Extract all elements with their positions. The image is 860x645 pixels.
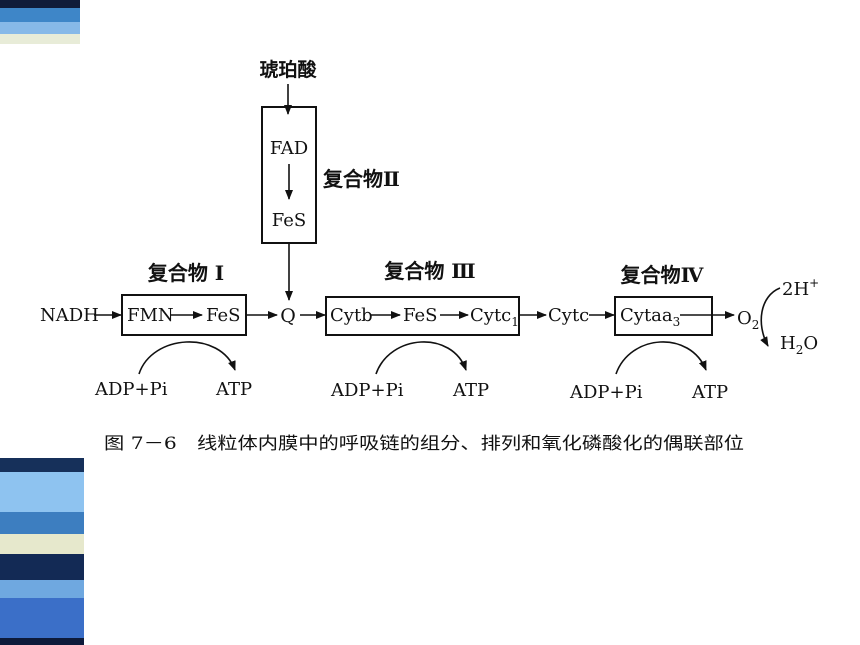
cytc1-subscript: 1 [511, 315, 519, 329]
slide-stripe [0, 34, 80, 44]
proton-label: 2H+ [782, 276, 819, 300]
complex3-fes: FeS [403, 305, 438, 326]
complex2-fes: FeS [272, 210, 307, 231]
slide-stripe [0, 0, 80, 8]
slide-stripe [0, 534, 84, 554]
complex2-label: 复合物Ⅱ [322, 167, 400, 191]
respiratory-chain-figure: 琥珀酸 FAD FeS 复合物Ⅱ 复合物 I 复合物 Ⅲ 复合物Ⅳ NADH F… [0, 44, 860, 458]
complex1-fmn: FMN [127, 305, 174, 326]
figure-caption: 图 7－6 线粒体内膜中的呼吸链的组分、排列和氧化磷酸化的偶联部位 [104, 434, 744, 454]
adp-label-1: ADP+Pi [94, 379, 168, 400]
slide-decoration-bottom [0, 458, 98, 645]
complex4-label: 复合物Ⅳ [620, 263, 704, 287]
water-label: H2O [780, 333, 818, 357]
coupling-arrow-2 [375, 341, 467, 375]
complex4-box [614, 296, 713, 336]
respiratory-chain-diagram: 琥珀酸 FAD FeS 复合物Ⅱ 复合物 I 复合物 Ⅲ 复合物Ⅳ NADH F… [40, 58, 819, 454]
complex4-cytaa3: Cytaa3 [620, 305, 680, 329]
complex3-cytc1: Cytc1 [470, 305, 519, 329]
atp-label-2: ATP [452, 380, 489, 401]
slide-stripe [0, 458, 84, 472]
slide-stripe [0, 8, 80, 22]
coupling-arrow-3 [615, 341, 707, 375]
slide-decoration-top [0, 0, 98, 44]
slide-stripe [0, 598, 84, 638]
slide-stripe [0, 638, 84, 645]
slide-stripe [0, 512, 84, 534]
complex1-fes: FeS [206, 305, 241, 326]
adp-label-2: ADP+Pi [330, 380, 404, 401]
o2-label: O2 [737, 308, 759, 332]
adp-label-3: ADP+Pi [569, 382, 643, 403]
q-label: Q [280, 305, 296, 327]
complex3-box [325, 296, 520, 336]
nadh-label: NADH [40, 305, 99, 326]
atp-label-1: ATP [215, 379, 252, 400]
cytc-label: Cytc [548, 305, 589, 326]
slide-stripe [0, 22, 80, 34]
arrow-o2-water [760, 287, 781, 347]
o2-subscript: 2 [752, 318, 760, 332]
slide-stripe [0, 554, 84, 580]
water-subscript: 2 [796, 343, 804, 357]
cytaa3-subscript: 3 [673, 315, 681, 329]
proton-superscript: + [809, 276, 819, 290]
complex1-label: 复合物 I [147, 261, 224, 285]
complex2-fad: FAD [270, 138, 308, 159]
slide-stripe [0, 472, 84, 512]
complex3-label: 复合物 Ⅲ [383, 259, 475, 283]
slide-stripe [0, 580, 84, 598]
succinate-label: 琥珀酸 [259, 58, 317, 81]
complex3-cytb: Cytb [330, 305, 373, 326]
coupling-arrow-1 [138, 341, 236, 375]
atp-label-3: ATP [691, 382, 728, 403]
